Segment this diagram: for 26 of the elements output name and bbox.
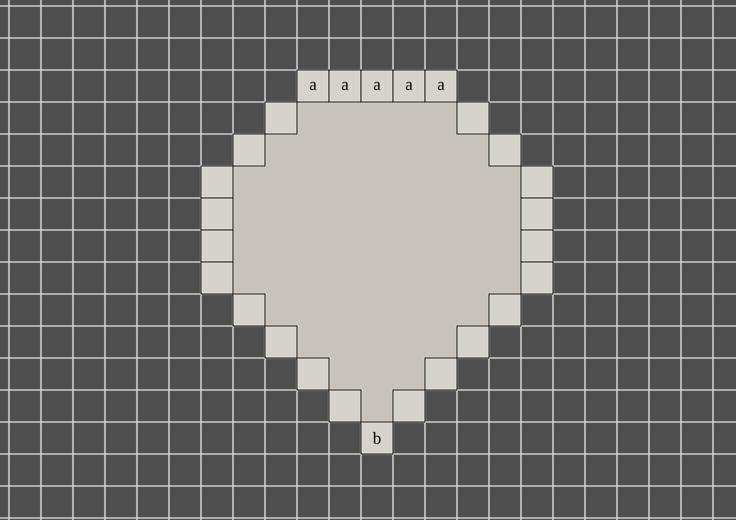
empty-cell bbox=[200, 230, 234, 262]
letter-cell: a bbox=[360, 70, 394, 102]
letter-cell: a bbox=[296, 70, 330, 102]
letter-cell: b bbox=[360, 422, 394, 454]
empty-cell bbox=[520, 262, 554, 294]
letter-cell: a bbox=[328, 70, 362, 102]
empty-cell bbox=[200, 198, 234, 230]
empty-cell bbox=[520, 230, 554, 262]
empty-cell bbox=[232, 294, 266, 326]
empty-cell bbox=[424, 358, 458, 390]
empty-cell bbox=[232, 134, 266, 166]
empty-cell bbox=[200, 262, 234, 294]
empty-cell bbox=[488, 294, 522, 326]
empty-cell bbox=[488, 134, 522, 166]
empty-cell bbox=[200, 166, 234, 198]
empty-cell bbox=[456, 326, 490, 358]
empty-cell bbox=[392, 390, 426, 422]
empty-cell bbox=[456, 102, 490, 134]
letter-cell: a bbox=[392, 70, 426, 102]
empty-cell bbox=[296, 358, 330, 390]
letter-cell: a bbox=[424, 70, 458, 102]
empty-cell bbox=[264, 102, 298, 134]
empty-cell bbox=[520, 166, 554, 198]
empty-cell bbox=[520, 198, 554, 230]
empty-cell bbox=[328, 390, 362, 422]
empty-cell bbox=[264, 326, 298, 358]
